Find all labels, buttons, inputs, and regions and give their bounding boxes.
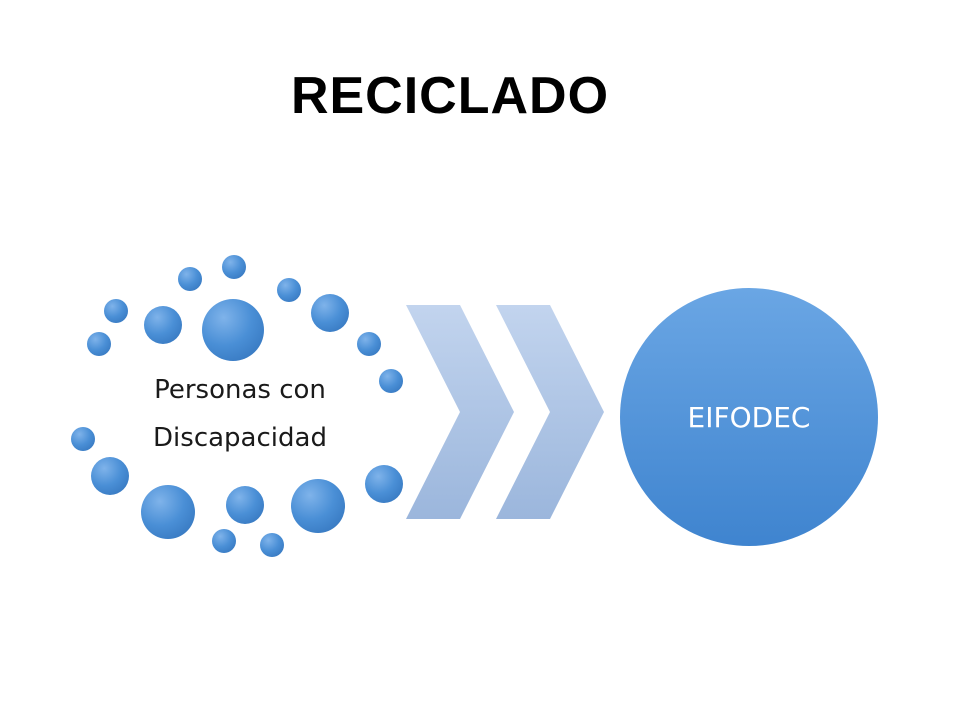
dot	[71, 427, 95, 451]
chevron-arrow	[406, 305, 514, 519]
dot	[104, 299, 128, 323]
dot	[379, 369, 403, 393]
dot	[212, 529, 236, 553]
source-node-label-line2: Discapacidad	[153, 423, 327, 453]
dot	[291, 479, 345, 533]
dot	[222, 255, 246, 279]
chevron-arrows	[406, 305, 604, 519]
dot	[91, 457, 129, 495]
dot	[357, 332, 381, 356]
source-node-label-line1: Personas con	[154, 375, 326, 405]
dot	[311, 294, 349, 332]
dot-ring	[71, 255, 403, 557]
target-node-label: EIFODEC	[688, 401, 811, 434]
dot	[87, 332, 111, 356]
dot	[144, 306, 182, 344]
dot	[226, 486, 264, 524]
dot	[260, 533, 284, 557]
dot	[141, 485, 195, 539]
chevron-arrow	[496, 305, 604, 519]
page-title: RECICLADO	[290, 67, 610, 125]
dot	[202, 299, 264, 361]
target-node-circle	[620, 288, 878, 546]
dot	[277, 278, 301, 302]
dot	[178, 267, 202, 291]
dot	[365, 465, 403, 503]
